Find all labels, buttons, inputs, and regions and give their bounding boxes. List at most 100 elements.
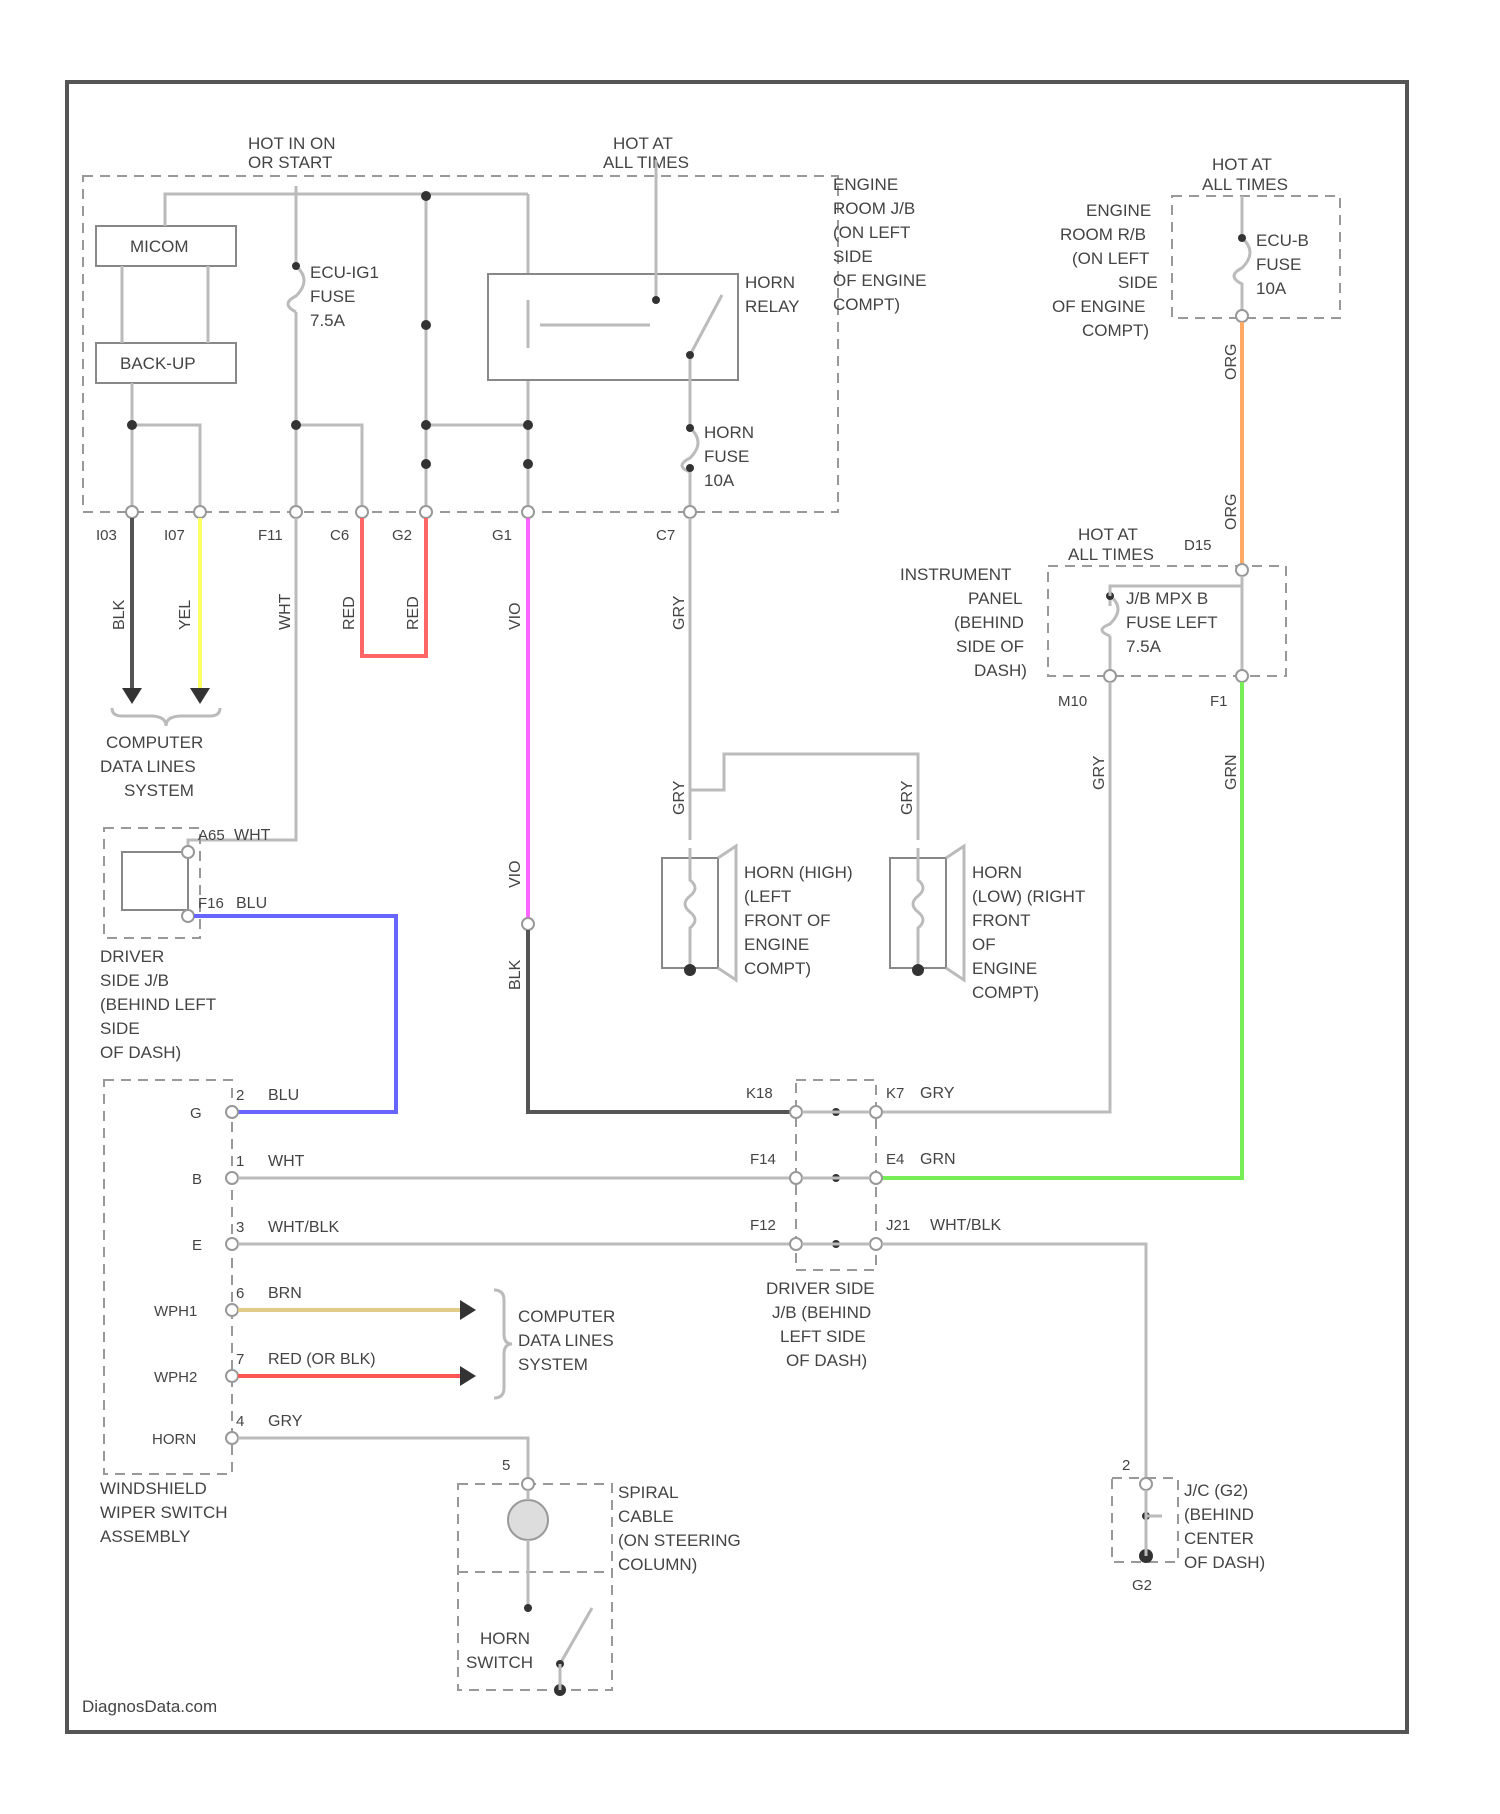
gry-horn-right-label: GRY: [899, 780, 916, 815]
svg-text:CABLE: CABLE: [618, 1507, 674, 1526]
svg-text:C7: C7: [656, 527, 675, 544]
backup-label: BACK-UP: [120, 354, 196, 373]
svg-text:FRONT: FRONT: [972, 911, 1031, 930]
svg-text:SIDE: SIDE: [833, 247, 873, 266]
wht-blk-j21-label: WHT/BLK: [930, 1217, 1001, 1234]
svg-text:OF DASH): OF DASH): [1184, 1553, 1265, 1572]
svg-text:ENGINE: ENGINE: [744, 935, 809, 954]
blk-arrow: [122, 688, 142, 704]
jb-mpx-fuse-label: J/B MPX B FUSE LEFT 7.5A: [1126, 589, 1218, 656]
spiral-pin-label: 5: [502, 1457, 510, 1474]
blk-k18-label: BLK: [507, 959, 524, 990]
svg-text:6: 6: [236, 1285, 244, 1302]
svg-text:G1: G1: [492, 527, 512, 544]
svg-text:G2: G2: [392, 527, 412, 544]
horn-left: [662, 846, 736, 980]
svg-text:(LOW) (RIGHT: (LOW) (RIGHT: [972, 887, 1085, 906]
vio-label-1: VIO: [507, 602, 524, 630]
svg-text:FRONT OF: FRONT OF: [744, 911, 831, 930]
svg-text:J/C (G2): J/C (G2): [1184, 1481, 1248, 1500]
svg-text:COMPUTER: COMPUTER: [518, 1307, 615, 1326]
driver-top-pin-2-label: F16: [198, 895, 224, 912]
driver-mid-right-pins: K7 E4 J21: [886, 1085, 910, 1234]
hot-run-label-2: OR START: [248, 153, 332, 172]
bus-dot-1: [421, 191, 431, 201]
red-blk-label: RED (OR BLK): [268, 1351, 376, 1368]
ip-out-right-pin: F1: [1210, 693, 1228, 710]
svg-text:OF: OF: [972, 935, 996, 954]
svg-text:3: 3: [236, 1219, 244, 1236]
wiper-switch-box: [104, 1080, 232, 1474]
blu-top-label: BLU: [236, 895, 267, 912]
svg-text:COMPUTER: COMPUTER: [106, 733, 203, 752]
comp-data-brace-1: [112, 708, 220, 726]
horn-right: [890, 846, 964, 980]
vio-label-2: VIO: [507, 860, 524, 888]
svg-text:(ON LEFT: (ON LEFT: [1072, 249, 1149, 268]
driver-jb-top-label: DRIVER SIDE J/B (BEHIND LEFT SIDE OF DAS…: [100, 947, 216, 1062]
ecu-ig-fuse-label: ECU-IG1 FUSE 7.5A: [310, 263, 379, 330]
svg-text:COMPT): COMPT): [833, 295, 900, 314]
svg-text:SIDE OF: SIDE OF: [956, 637, 1024, 656]
svg-text:HORN (HIGH): HORN (HIGH): [744, 863, 853, 882]
engine-room-jb-label: ENGINE ROOM J/B (ON LEFT SIDE OF ENGINE …: [833, 175, 927, 314]
blu-wire: [194, 916, 396, 1112]
ecu-ig-fuse-symbol: [288, 266, 304, 312]
horn-switch-dot-1: [524, 1604, 532, 1612]
svg-text:DRIVER SIDE: DRIVER SIDE: [766, 1279, 875, 1298]
svg-text:LEFT SIDE: LEFT SIDE: [780, 1327, 866, 1346]
comp-data-label-1: COMPUTER DATA LINES SYSTEM: [100, 733, 203, 800]
svg-text:2: 2: [236, 1087, 244, 1104]
svg-text:FUSE: FUSE: [1256, 255, 1301, 274]
horn-right-label: HORN (LOW) (RIGHT FRONT OF ENGINE COMPT): [972, 863, 1085, 1002]
svg-text:ECU-IG1: ECU-IG1: [310, 263, 379, 282]
org-label-2: ORG: [1223, 494, 1240, 530]
horn-switch-label: HORN SWITCH: [466, 1629, 533, 1672]
svg-text:B: B: [192, 1171, 202, 1188]
hot-all-label-3a: HOT AT: [1078, 525, 1138, 544]
svg-text:SPIRAL: SPIRAL: [618, 1483, 678, 1502]
svg-text:ROOM R/B: ROOM R/B: [1060, 225, 1146, 244]
bus-dot-7: [421, 459, 431, 469]
brn-label: BRN: [268, 1285, 302, 1302]
svg-text:HORN: HORN: [704, 423, 754, 442]
hot-all-label-1a: HOT AT: [613, 134, 673, 153]
svg-text:I07: I07: [164, 527, 185, 544]
svg-text:OF DASH): OF DASH): [100, 1043, 181, 1062]
bus-dot-6: [127, 420, 137, 430]
svg-text:FUSE: FUSE: [310, 287, 355, 306]
micom-label: MICOM: [130, 237, 189, 256]
svg-text:(BEHIND LEFT: (BEHIND LEFT: [100, 995, 216, 1014]
bus-dot-4: [523, 420, 533, 430]
svg-text:I03: I03: [96, 527, 117, 544]
ip-out-right-ring: [1236, 670, 1248, 682]
driver-jb-top-inner: [122, 852, 188, 910]
gry-m10-label: GRY: [1091, 755, 1108, 790]
blk-wire-label: BLK: [111, 599, 128, 630]
svg-text:COMPT): COMPT): [1082, 321, 1149, 340]
comp-data-brace-2: [494, 1290, 512, 1398]
svg-text:DATA LINES: DATA LINES: [518, 1331, 614, 1350]
svg-text:WPH2: WPH2: [154, 1369, 197, 1386]
svg-text:(ON LEFT: (ON LEFT: [833, 223, 910, 242]
svg-text:COMPT): COMPT): [972, 983, 1039, 1002]
vio-blk-splice: [522, 918, 534, 930]
ecu-b-fuse-symbol: [1234, 238, 1250, 312]
wht-top-label: WHT: [234, 827, 271, 844]
yel-wire-label: YEL: [177, 600, 194, 630]
blu-label: BLU: [268, 1087, 299, 1104]
hot-all-label-2a: HOT AT: [1212, 155, 1272, 174]
svg-text:PANEL: PANEL: [968, 589, 1023, 608]
svg-text:HORN: HORN: [745, 273, 795, 292]
svg-text:INSTRUMENT: INSTRUMENT: [900, 565, 1011, 584]
svg-text:G: G: [190, 1105, 202, 1122]
svg-text:RELAY: RELAY: [745, 297, 800, 316]
ip-in-pin: D15: [1184, 537, 1212, 554]
svg-text:E: E: [192, 1237, 202, 1254]
bus-dot-8: [523, 459, 533, 469]
horn-fuse-dot: [686, 424, 694, 432]
svg-text:10A: 10A: [1256, 279, 1287, 298]
ip-out-left-ring: [1104, 670, 1116, 682]
ground-id-label: G2: [1132, 1577, 1152, 1594]
